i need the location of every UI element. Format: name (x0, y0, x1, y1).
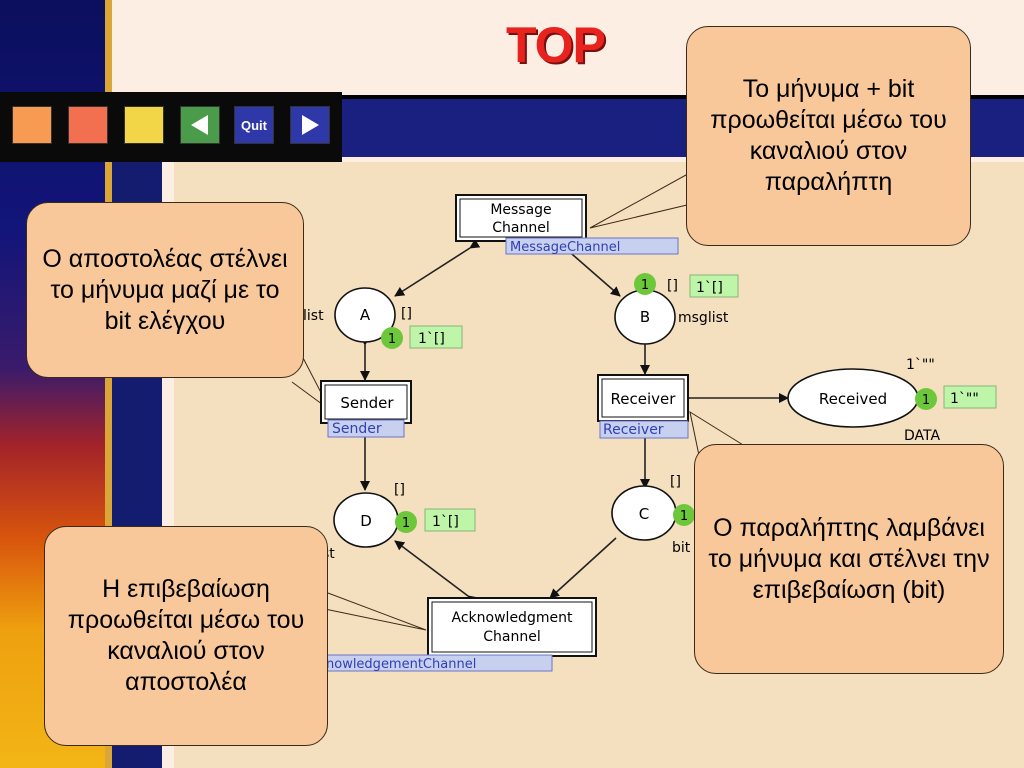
yellow-square-button[interactable] (124, 106, 164, 144)
transition-sender[interactable]: Sender (320, 380, 412, 424)
place-d-marking: 1`[] (432, 514, 459, 530)
place-b-name: B (640, 308, 650, 326)
arrow-right-icon (302, 115, 319, 135)
pointer-right-bottom (689, 410, 749, 471)
place-received-initial: 1`"" (906, 357, 935, 373)
red-square-button[interactable] (68, 106, 108, 144)
place-d-name: D (360, 512, 372, 530)
place-a-initial: [] (401, 306, 412, 322)
arc-c-ack (549, 537, 617, 599)
arrow-left-icon (191, 115, 208, 135)
place-c-name: C (639, 505, 649, 523)
place-a-type: list (303, 308, 324, 324)
place-a-marking: 1`[] (418, 331, 445, 347)
place-a-name: A (360, 306, 371, 324)
ack-channel-line1: Acknowledgment (452, 610, 573, 626)
transition-acknowledgment-channel[interactable]: Acknowledgment Channel (427, 597, 597, 657)
place-received[interactable]: Received (787, 368, 919, 428)
place-d[interactable]: D (333, 492, 399, 548)
place-a-count: 1 (388, 332, 396, 347)
place-b-initial: [] (667, 278, 678, 294)
place-d-count: 1 (402, 516, 410, 531)
place-a[interactable]: A (334, 287, 396, 343)
transition-message-channel[interactable]: Message Channel (455, 194, 587, 242)
ack-channel-line2: Channel (483, 629, 540, 645)
place-received-type: DATA (904, 428, 940, 444)
place-received-name: Received (819, 390, 887, 408)
place-b-count: 1 (641, 278, 649, 293)
pointer-left-bottom (319, 589, 427, 631)
place-c-count: 1 (680, 509, 688, 524)
transition-receiver[interactable]: Receiver (597, 374, 689, 422)
gold-stripe (105, 0, 112, 768)
place-c[interactable]: C (611, 485, 677, 541)
orange-square-button[interactable] (12, 106, 52, 144)
place-received-marking: 1`"" (950, 391, 979, 407)
sender-label: Sender (340, 394, 394, 412)
arc-mc-b (564, 247, 621, 297)
previous-button[interactable] (180, 106, 220, 144)
ack-channel-tag: nowledgementChannel (326, 657, 476, 672)
callout-message-forwarded: Το μήνυμα + bit προωθείται μέσω του κανα… (686, 26, 971, 246)
arc-mc-a (394, 238, 481, 297)
slide-toolbar: Quit (0, 92, 342, 162)
place-c-type: bit (672, 540, 691, 556)
message-channel-tag: MessageChannel (510, 240, 620, 255)
place-b-marking: 1`[] (696, 280, 723, 296)
callout-receiver-receives: Ο παραλήπτης λαμβάνει το μήνυμα και στέλ… (694, 444, 1004, 674)
callout-sender-sends: Ο αποστολέας στέλνει το μήνυμα μαζί με τ… (26, 202, 304, 378)
message-channel-line2: Channel (492, 220, 549, 236)
slide-title: TOP (506, 17, 606, 73)
place-c-initial: [] (670, 474, 681, 490)
receiver-label: Receiver (611, 390, 677, 408)
place-received-count: 1 (922, 393, 930, 408)
callout-ack-forwarded: Η επιβεβαίωση προωθείται μέσω του καναλι… (44, 526, 328, 746)
message-channel-line1: Message (490, 202, 551, 218)
place-d-initial: [] (394, 482, 405, 498)
quit-button[interactable]: Quit (234, 106, 274, 144)
place-b[interactable]: B (614, 289, 676, 345)
sender-tag: Sender (332, 421, 382, 437)
arc-ack-d (394, 540, 479, 606)
pointer-top-right (589, 169, 709, 229)
place-b-type: msglist (678, 310, 729, 326)
receiver-tag: Receiver (603, 422, 664, 438)
next-button[interactable] (290, 106, 330, 144)
